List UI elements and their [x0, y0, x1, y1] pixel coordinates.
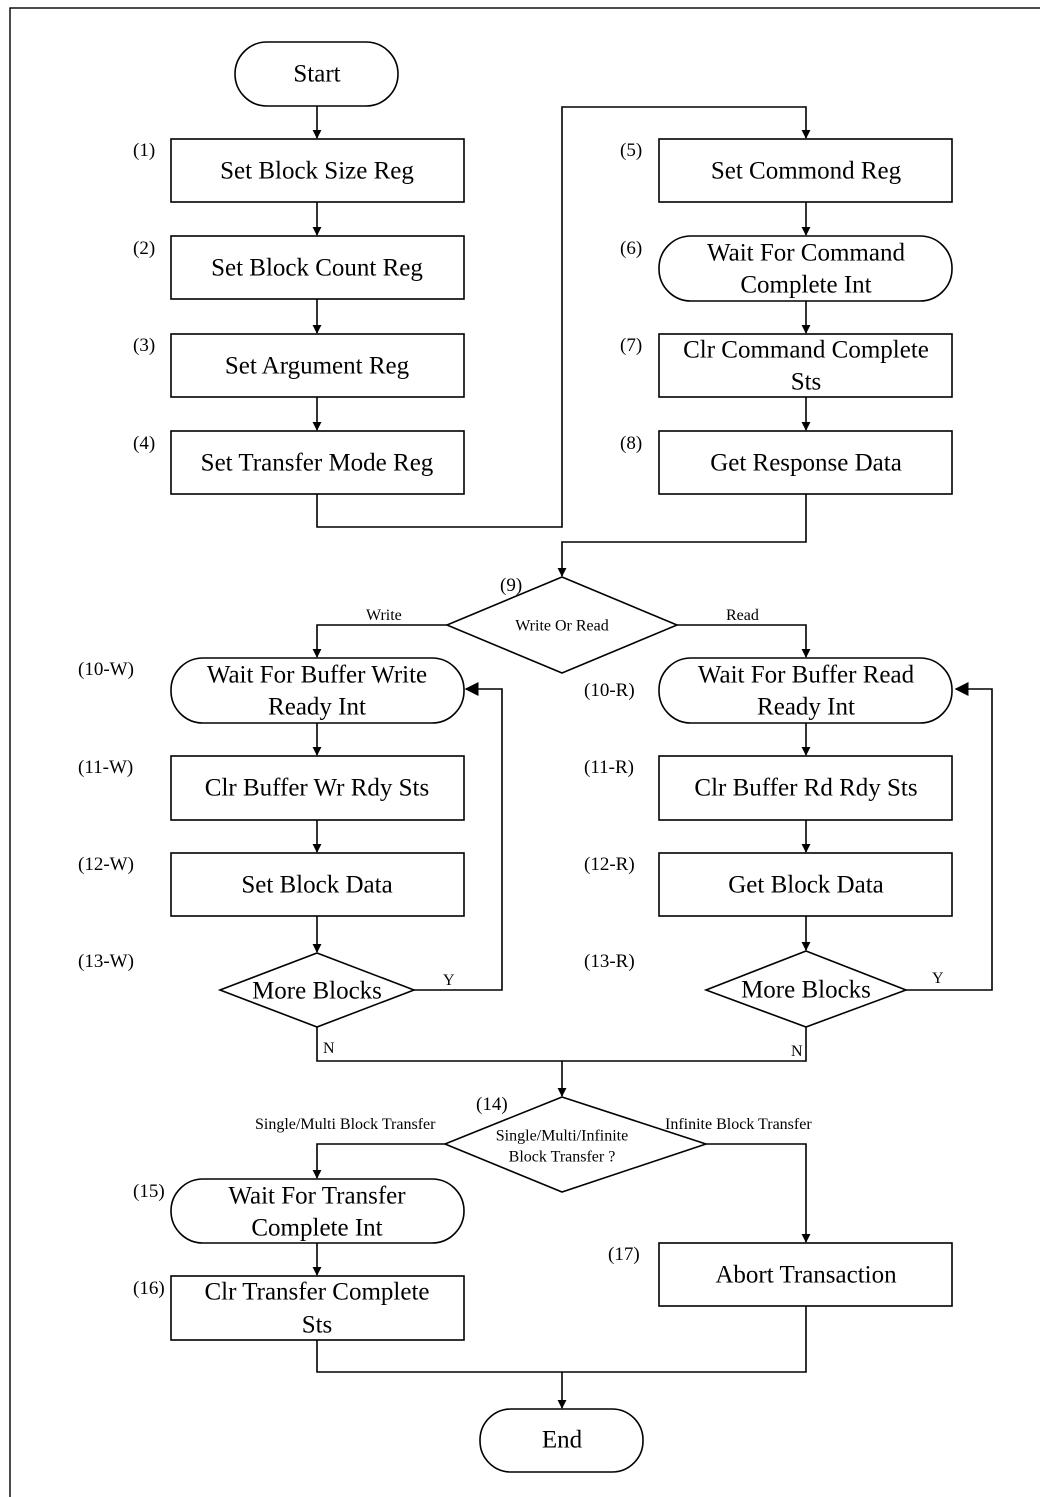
- edge-label-yes-write: Y: [443, 972, 455, 989]
- step-label-8: (8): [620, 433, 642, 454]
- edge-label-read: Read: [726, 607, 759, 624]
- step-label-11r: (11-R): [584, 757, 634, 778]
- step-label-1: (1): [133, 140, 155, 161]
- step-11w-box: Clr Buffer Wr Rdy Sts: [170, 755, 465, 821]
- edge-label-infinite: Infinite Block Transfer: [665, 1116, 812, 1133]
- edge-label-no-read: N: [791, 1043, 803, 1060]
- step-11r-text: Clr Buffer Rd Rdy Sts: [694, 775, 917, 802]
- edge-label-single-multi: Single/Multi Block Transfer: [255, 1116, 436, 1133]
- step-5-box: Set Commond Reg: [658, 138, 953, 203]
- step-11w-text: Clr Buffer Wr Rdy Sts: [205, 775, 429, 802]
- step-14-decision: Single/Multi/Infinite Block Transfer ?: [442, 1096, 709, 1193]
- figure-border: [9, 7, 1040, 1497]
- end-terminator: End: [479, 1408, 644, 1473]
- step-label-17: (17): [608, 1244, 640, 1265]
- edge-labels: Write Read Y N Y N Single/Multi Block Tr…: [255, 607, 944, 1133]
- step-1-text: Set Block Size Reg: [220, 158, 414, 185]
- step-label-14: (14): [476, 1094, 508, 1115]
- step-11r-box: Clr Buffer Rd Rdy Sts: [658, 755, 953, 821]
- step-9-decision: Write Or Read: [444, 576, 680, 674]
- step-label-9: (9): [500, 575, 522, 596]
- step-12w-text: Set Block Data: [241, 872, 392, 899]
- step-16-text-line-2: Sts: [302, 1312, 333, 1339]
- step-15-terminator: Wait For Transfer Complete Int: [170, 1178, 465, 1244]
- step-7-text-line-1: Clr Command Complete: [683, 337, 929, 364]
- step-6-text-line-1: Wait For Command: [707, 240, 905, 267]
- step-8-box: Get Response Data: [658, 430, 953, 495]
- step-12r-box: Get Block Data: [658, 852, 953, 917]
- edge-label-yes-read: Y: [932, 970, 944, 987]
- step-17-text: Abort Transaction: [715, 1262, 897, 1289]
- step-10r-text-line-1: Wait For Buffer Read: [698, 662, 915, 689]
- step-12r-text: Get Block Data: [728, 872, 884, 899]
- step-label-2: (2): [133, 238, 155, 259]
- step-label-12r: (12-R): [584, 854, 635, 875]
- end-label: End: [542, 1427, 583, 1454]
- step-label-10r: (10-R): [584, 680, 635, 701]
- step-16-text-line-1: Clr Transfer Complete: [205, 1279, 430, 1306]
- step-8-text: Get Response Data: [710, 450, 902, 477]
- start-terminator: Start: [234, 41, 399, 107]
- step-15-text-line-2: Complete Int: [251, 1215, 382, 1242]
- step-14-text-line-2: Block Transfer ?: [509, 1149, 616, 1166]
- step-10w-text-line-1: Wait For Buffer Write: [207, 662, 427, 689]
- step-13r-text: More Blocks: [741, 977, 871, 1004]
- step-13w-text: More Blocks: [252, 978, 382, 1005]
- step-15-text-line-1: Wait For Transfer: [228, 1183, 406, 1210]
- step-10r-terminator: Wait For Buffer Read Ready Int: [658, 657, 953, 724]
- step-6-text-line-2: Complete Int: [740, 272, 871, 299]
- step-17-box: Abort Transaction: [658, 1242, 953, 1307]
- step-label-4: (4): [133, 433, 155, 454]
- step-label-5: (5): [620, 140, 642, 161]
- step-14-text-line-1: Single/Multi/Infinite: [496, 1128, 628, 1145]
- step-3-text: Set Argument Reg: [225, 353, 410, 380]
- step-4-text: Set Transfer Mode Reg: [201, 450, 434, 477]
- step-label-12w: (12-W): [78, 854, 134, 875]
- step-7-text-line-2: Sts: [791, 369, 822, 396]
- step-10w-terminator: Wait For Buffer Write Ready Int: [170, 657, 465, 724]
- step-10r-text-line-2: Ready Int: [757, 694, 855, 721]
- step-label-7: (7): [620, 335, 642, 356]
- step-2-text: Set Block Count Reg: [211, 255, 423, 282]
- step-label-16: (16): [133, 1278, 165, 1299]
- step-5-text: Set Commond Reg: [711, 158, 902, 185]
- connectors: [312, 106, 993, 1409]
- step-label-6: (6): [620, 238, 642, 259]
- step-2-box: Set Block Count Reg: [170, 235, 465, 300]
- step-16-box: Clr Transfer Complete Sts: [170, 1275, 465, 1341]
- step-13r-decision: More Blocks: [703, 950, 909, 1028]
- step-3-box: Set Argument Reg: [170, 333, 465, 398]
- step-13w-decision: More Blocks: [217, 952, 417, 1028]
- step-label-10w: (10-W): [78, 659, 134, 680]
- step-12w-box: Set Block Data: [170, 852, 465, 917]
- step-6-terminator: Wait For Command Complete Int: [658, 235, 953, 302]
- edge-label-write: Write: [366, 607, 402, 624]
- step-1-box: Set Block Size Reg: [170, 138, 465, 203]
- step-10w-text-line-2: Ready Int: [268, 694, 366, 721]
- step-label-13r: (13-R): [584, 951, 635, 972]
- step-label-11w: (11-W): [78, 757, 133, 778]
- step-4-box: Set Transfer Mode Reg: [170, 430, 465, 495]
- step-label-13w: (13-W): [78, 951, 134, 972]
- step-9-text: Write Or Read: [515, 618, 609, 635]
- edge-label-no-write: N: [323, 1040, 335, 1057]
- step-labels: (1) (2) (3) (4) (5) (6) (7) (8) (9) (10-…: [78, 140, 642, 1299]
- step-label-15: (15): [133, 1181, 165, 1202]
- step-label-3: (3): [133, 335, 155, 356]
- start-label: Start: [293, 61, 340, 88]
- step-7-box: Clr Command Complete Sts: [658, 333, 953, 398]
